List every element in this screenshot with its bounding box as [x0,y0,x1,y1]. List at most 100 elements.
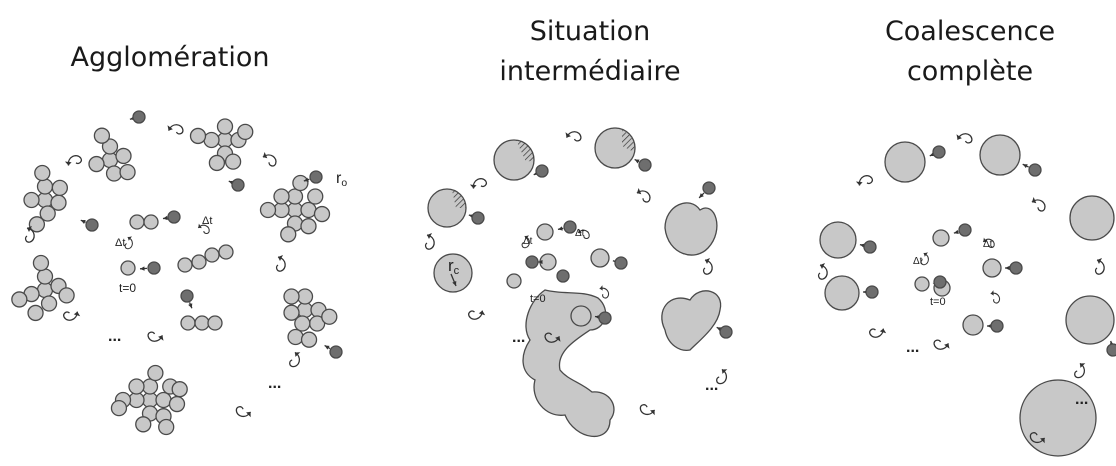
curved-arrow-stroke [472,178,487,189]
curved-arrow-stroke [67,155,82,166]
particle [141,378,159,395]
curved-arrow-head [879,328,887,334]
curved-arrow-stroke [262,154,277,167]
dt-label: Δt [523,236,533,247]
particle [307,188,324,205]
cluster-icon [259,174,331,243]
curved-arrow-icon [1074,362,1086,379]
curved-arrow-head [990,290,994,296]
particle [570,305,592,327]
ellipsis-label: ... [705,377,718,394]
particle [294,315,311,332]
particle [101,151,119,169]
particle [180,315,196,331]
droplet-icon [1069,195,1115,241]
panel-agglomeration: ΔtΔtt=0ro...... [11,110,347,436]
particle [237,123,254,141]
particle [962,314,984,336]
arrow [698,192,705,199]
particle [128,391,145,409]
arrow-head [557,226,563,231]
particle [203,131,220,149]
curved-arrow-head [262,152,268,159]
sintered-hatch [516,140,535,162]
cluster-icon [88,127,136,182]
curved-arrow-stroke [197,224,210,235]
arrow [557,226,564,231]
curved-arrow-head [294,352,301,357]
curved-arrow-icon [599,285,610,299]
curved-arrow-head [73,311,81,317]
curved-arrow-icon [63,311,81,321]
title-intermediate-line2: intermédiaire [499,56,681,87]
particle [287,328,304,346]
curved-arrow-stroke [716,368,728,385]
curved-arrow-head [636,188,642,195]
curved-arrow-icon [933,339,950,350]
curved-arrow-icon [197,223,210,235]
curved-arrow-head [469,184,477,189]
dt-label: Δt [575,228,585,239]
curved-arrow-icon [1029,432,1046,444]
curved-arrow-icon [521,235,530,249]
curved-arrow-icon [147,331,164,342]
particle [40,295,58,312]
particle [300,201,317,219]
ellipsis-label: ... [268,375,281,392]
curved-arrow-stroke [599,287,610,299]
particle [120,260,136,276]
rc-label-sub: c [454,265,460,277]
curved-arrow-head [246,411,251,418]
curved-arrow-stroke [982,238,995,249]
arrow [634,158,640,164]
arrow-head [1005,265,1010,271]
monomer-dot-icon [1106,343,1116,357]
particle [204,247,220,263]
particle [283,304,300,321]
arrow-head [538,259,543,265]
particle [39,205,56,222]
droplet-icon [884,141,926,183]
particle [36,281,54,299]
title-coalescence-line2: complète [906,56,1034,87]
particle [58,287,75,304]
curved-arrow-icon [1094,258,1105,275]
particle [280,226,297,243]
curved-arrow-head [478,310,486,316]
monomer-dot-icon [471,211,485,225]
curved-arrow-stroke [639,404,656,416]
curved-arrow-stroke [702,259,713,275]
particle [313,205,331,223]
curved-arrow-head [855,181,863,186]
curved-arrow-icon [468,310,486,320]
curved-arrow-stroke [817,264,828,280]
arrow [188,302,193,309]
curved-arrow-head [555,336,561,342]
curved-arrow-stroke [636,190,651,203]
curved-arrow-icon [817,263,828,280]
arrow-head [139,266,145,271]
particle [224,153,242,170]
curved-arrow-stroke [124,236,133,250]
curved-arrow-stroke [933,339,949,350]
droplet-icon [1019,379,1097,457]
curved-arrow-stroke [168,124,184,135]
monomer-dot-icon [1028,163,1042,177]
particle [300,218,317,235]
particle [147,364,164,382]
curved-arrow-head [167,125,173,131]
arrow [303,177,310,182]
curved-arrow-stroke [289,351,301,368]
particle [536,223,554,241]
curved-arrow-icon [24,226,35,243]
curved-arrow-head [705,258,710,264]
particle [982,258,1002,278]
curved-arrow-stroke [468,310,484,320]
droplet-icon [433,253,473,293]
curved-arrow-icon [636,188,651,203]
particle [135,416,152,433]
curved-arrow-stroke [577,229,590,240]
particle [101,138,119,155]
curved-arrow-stroke [1031,199,1046,212]
curved-arrow-icon [565,131,582,142]
